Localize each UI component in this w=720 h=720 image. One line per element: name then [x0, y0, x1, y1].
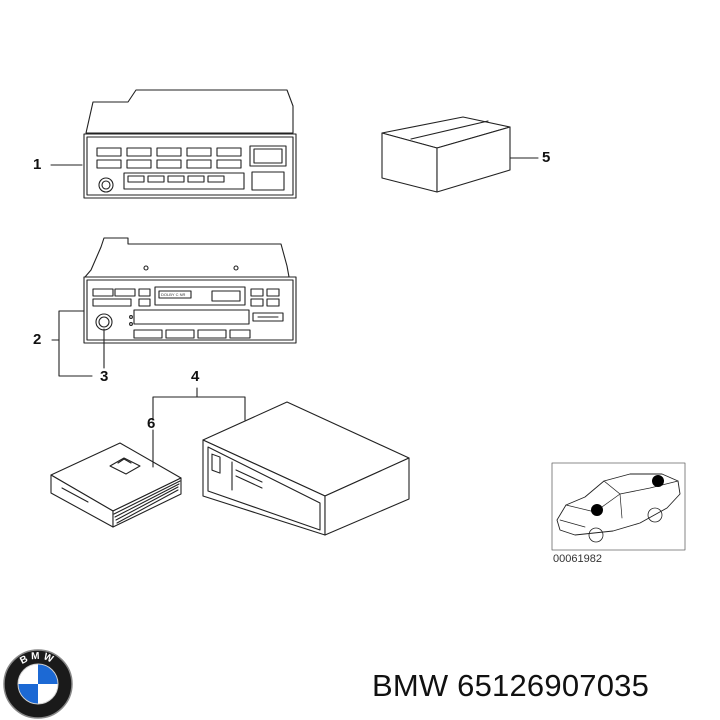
part-number-caption: BMW 65126907035	[372, 668, 650, 703]
volume-knob-1	[98, 177, 114, 193]
callout-6: 6	[147, 415, 156, 432]
cassette-slot	[133, 309, 250, 325]
leader-line-4	[152, 396, 246, 421]
diagram-reference-code: 00061982	[553, 553, 602, 565]
package-box-5	[381, 116, 539, 193]
display-1	[249, 145, 287, 167]
svg-text:BMW: BMW	[18, 651, 57, 667]
location-marker-front	[591, 504, 603, 516]
callout-5: 5	[542, 149, 551, 166]
button-row-bottom	[127, 175, 225, 183]
callout-3: 3	[100, 368, 109, 385]
cd-magazine-6	[50, 429, 182, 528]
radio-unit-1	[50, 89, 297, 199]
callout-4: 4	[191, 368, 200, 385]
button-row-top	[96, 147, 242, 169]
cassette-radio-2: DOLBY C NR	[51, 237, 297, 377]
cd-changer-4	[152, 387, 410, 536]
bmw-logo: BMW	[3, 649, 73, 719]
dolby-label: DOLBY C NR	[161, 292, 185, 297]
leader-line-2-3	[58, 310, 93, 377]
callout-1: 1	[33, 156, 42, 173]
callout-2: 2	[33, 331, 42, 348]
location-marker-rear	[652, 475, 664, 487]
car-location-inset	[551, 462, 686, 551]
